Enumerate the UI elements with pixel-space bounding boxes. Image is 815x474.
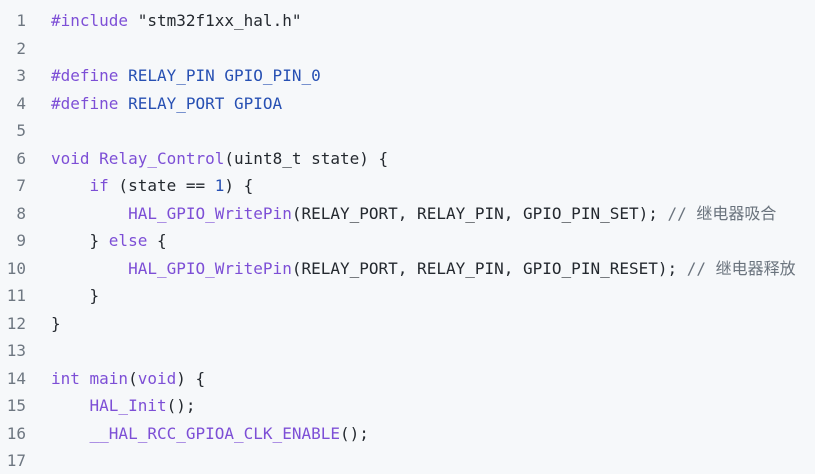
code-token: 1 bbox=[214, 176, 225, 195]
code-token: if bbox=[89, 176, 109, 195]
code-token bbox=[51, 176, 90, 195]
code-token: (); bbox=[166, 396, 196, 415]
code-text: HAL_GPIO_WritePin(RELAY_PORT, RELAY_PIN,… bbox=[51, 255, 796, 282]
code-token: { bbox=[147, 231, 167, 250]
code-token: __HAL_RCC_GPIOA_CLK_ENABLE bbox=[89, 423, 340, 443]
code-token: (state == bbox=[108, 176, 215, 195]
line-number: 14 bbox=[6, 368, 26, 388]
code-token: } bbox=[51, 313, 61, 333]
code-text: #include "stm32f1xx_hal.h" bbox=[51, 7, 301, 34]
code-text: HAL_GPIO_WritePin(RELAY_PORT, RELAY_PIN,… bbox=[51, 200, 776, 227]
code-token: (uint8_t state) { bbox=[224, 148, 389, 168]
code-token: HAL_GPIO_WritePin bbox=[128, 258, 292, 278]
line-number: 9 bbox=[16, 231, 26, 250]
code-line: 3 #define RELAY_PIN GPIO_PIN_0 bbox=[0, 62, 815, 89]
code-line: 1 #include "stm32f1xx_hal.h" bbox=[0, 7, 815, 34]
code-line: 11 } bbox=[0, 282, 815, 309]
code-line: 14 int main(void) { bbox=[0, 365, 815, 392]
code-text: int main(void) { bbox=[51, 365, 205, 392]
code-token: Relay_Control bbox=[99, 148, 225, 168]
code-token: #define bbox=[51, 66, 129, 85]
line-number: 10 bbox=[6, 258, 26, 278]
line-number: 1 bbox=[16, 11, 26, 30]
code-token: int bbox=[51, 368, 90, 388]
code-token: #include bbox=[51, 11, 138, 30]
line-number: 15 bbox=[6, 396, 26, 415]
line-number: 4 bbox=[16, 93, 26, 113]
code-token bbox=[51, 424, 90, 443]
code-token: else bbox=[108, 231, 148, 250]
code-line: 9 } else { bbox=[0, 227, 815, 254]
code-text: } bbox=[51, 310, 61, 337]
code-token bbox=[51, 259, 128, 278]
line-number: 2 bbox=[16, 38, 26, 58]
code-text: __HAL_RCC_GPIOA_CLK_ENABLE(); bbox=[51, 420, 369, 447]
code-line: 12} bbox=[0, 310, 815, 337]
line-number: 11 bbox=[6, 286, 26, 305]
code-line: 16 __HAL_RCC_GPIOA_CLK_ENABLE(); bbox=[0, 420, 815, 447]
code-token bbox=[51, 396, 90, 415]
code-token: main bbox=[89, 368, 129, 388]
code-token: HAL_GPIO_WritePin bbox=[128, 203, 292, 223]
code-token: // 继电器吸合 bbox=[667, 203, 777, 223]
line-number: 7 bbox=[16, 176, 26, 195]
line-number: 6 bbox=[16, 148, 26, 168]
code-line: 2 bbox=[0, 35, 815, 62]
code-token: ) { bbox=[176, 368, 206, 388]
code-token: // 继电器释放 bbox=[686, 258, 796, 278]
code-text: } bbox=[51, 282, 100, 309]
code-token: ( bbox=[128, 368, 138, 388]
code-text: HAL_Init(); bbox=[51, 392, 196, 419]
line-number: 3 bbox=[16, 66, 26, 85]
code-line: 8 HAL_GPIO_WritePin(RELAY_PORT, RELAY_PI… bbox=[0, 200, 815, 227]
line-number: 13 bbox=[6, 341, 26, 360]
code-line: 10 HAL_GPIO_WritePin(RELAY_PORT, RELAY_P… bbox=[0, 255, 815, 282]
code-token: #define bbox=[51, 93, 129, 113]
code-token: (RELAY_PORT, RELAY_PIN, GPIO_PIN_RESET); bbox=[291, 258, 687, 278]
code-line: 4 #define RELAY_PORT GPIOA bbox=[0, 90, 815, 117]
line-number: 5 bbox=[16, 121, 26, 140]
code-line: 13 bbox=[0, 337, 815, 364]
code-line: 7 if (state == 1) { bbox=[0, 172, 815, 199]
code-token: ) { bbox=[224, 176, 254, 195]
code-token: RELAY_PIN GPIO_PIN_0 bbox=[128, 66, 321, 85]
line-number: 17 bbox=[6, 451, 26, 470]
code-token: } bbox=[51, 286, 100, 305]
code-line: 5 bbox=[0, 117, 815, 144]
code-text: #define RELAY_PIN GPIO_PIN_0 bbox=[51, 62, 321, 89]
code-text: if (state == 1) { bbox=[51, 172, 254, 199]
code-token: RELAY_PORT GPIOA bbox=[128, 93, 283, 113]
code-text: void Relay_Control(uint8_t state) { bbox=[51, 145, 388, 172]
code-token: HAL_Init bbox=[89, 396, 167, 415]
code-line: 15 HAL_Init(); bbox=[0, 392, 815, 419]
line-number: 8 bbox=[16, 203, 26, 223]
line-number: 12 bbox=[6, 313, 26, 333]
code-text: #define RELAY_PORT GPIOA bbox=[51, 90, 282, 117]
code-token: void bbox=[137, 368, 177, 388]
code-text: } else { bbox=[51, 227, 167, 254]
code-line: 17 bbox=[0, 447, 815, 474]
code-token: void bbox=[51, 148, 100, 168]
code-token: "stm32f1xx_hal.h" bbox=[137, 11, 302, 30]
code-token: } bbox=[51, 231, 109, 250]
code-token: (); bbox=[339, 423, 369, 443]
code-line: 6 void Relay_Control(uint8_t state) { bbox=[0, 145, 815, 172]
code-token: (RELAY_PORT, RELAY_PIN, GPIO_PIN_SET); bbox=[291, 203, 668, 223]
line-number: 16 bbox=[6, 423, 26, 443]
code-token bbox=[51, 204, 128, 223]
